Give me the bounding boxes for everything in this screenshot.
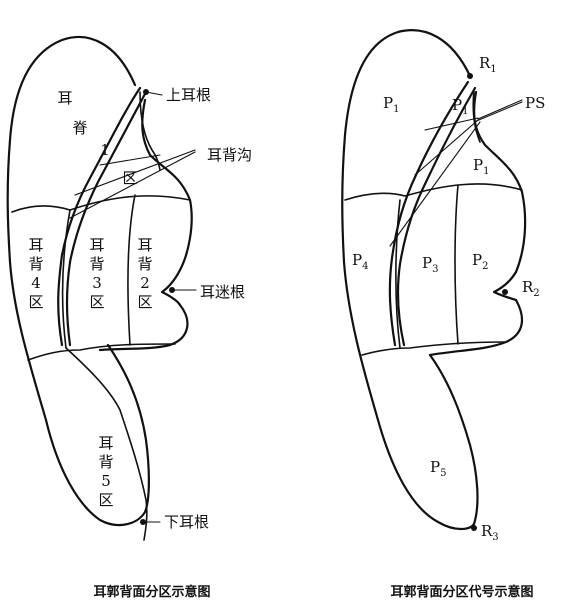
left-divider-p3p2 [127, 194, 136, 346]
label-zone1-char: 区 [122, 169, 137, 187]
right-ear-outline [341, 29, 476, 531]
label-ridge-a: 耳 [57, 89, 72, 107]
left-ridge-line-2 [65, 90, 148, 347]
right-ridge-line-2 [396, 86, 477, 347]
code-p4: P4 [352, 251, 368, 272]
left-vagus-dot [169, 287, 175, 293]
code-p1-mid: P1 [452, 96, 468, 117]
right-r1-dot [467, 73, 473, 79]
right-ps-pointer [477, 99, 523, 120]
left-ear-lower-contour [98, 303, 189, 352]
label-zone4: 耳 背 4 区 [28, 236, 43, 311]
zone4-char-3: 4 [31, 274, 41, 292]
left-zone1-line-a [74, 149, 196, 196]
zone4-char-2: 背 [28, 255, 43, 273]
label-zone5: 耳 背 5 区 [98, 434, 113, 509]
left-upper-root-dot [143, 89, 149, 95]
left-zone1-line-b [69, 151, 196, 219]
left-divider-bottom [27, 343, 176, 361]
left-divider-top [11, 195, 191, 213]
label-zone2: 耳 背 2 区 [137, 236, 152, 311]
zone5-char-1: 耳 [98, 434, 113, 452]
label-lower-root: 下耳根 [164, 513, 209, 531]
right-caption: 耳郭背面分区代号示意图 [390, 584, 533, 600]
code-p2: P2 [472, 251, 488, 272]
zone4-char-4: 区 [28, 293, 43, 311]
zone5-char-2: 背 [98, 453, 113, 471]
right-ear-lower-contour [428, 298, 524, 357]
zone2-char-2: 背 [137, 255, 152, 273]
label-upper-root: 上耳根 [166, 86, 211, 104]
zone3-char-3: 3 [92, 274, 102, 292]
zone2-char-1: 耳 [137, 236, 152, 254]
zone5-char-3: 5 [101, 472, 111, 490]
zone5-char-4: 区 [98, 491, 113, 509]
code-p5: P5 [430, 458, 446, 479]
right-r2-dot [502, 289, 508, 295]
code-p1-low: P1 [473, 156, 489, 177]
right-groove-line [472, 89, 481, 143]
right-ps-line-b [414, 119, 479, 176]
right-divider-p3p2 [454, 184, 459, 345]
code-p1-top: P1 [383, 94, 399, 115]
left-vagus-notch [160, 268, 182, 307]
left-lobe-line [65, 347, 148, 541]
zone3-char-2: 背 [89, 255, 104, 273]
zone2-char-4: 区 [137, 293, 152, 311]
left-ear-diagram: 上耳根 耳背沟 耳迷根 下耳根 耳 脊 1 区 耳 背 4 区 耳 背 3 区 … [6, 35, 252, 600]
label-vagus-root: 耳迷根 [200, 283, 245, 301]
right-ps-line-c [389, 121, 481, 247]
label-groove: 耳背沟 [207, 146, 252, 164]
zone3-char-1: 耳 [89, 236, 104, 254]
label-zone1-num: 1 [100, 141, 110, 159]
left-zone1-line-c [99, 154, 161, 166]
zone3-char-4: 区 [89, 293, 104, 311]
right-ear-diagram: P1 P1 P1 P4 P3 P2 P5 PS R1 R2 R3 耳郭背面分区代… [341, 29, 545, 600]
right-divider-bottom [361, 341, 506, 356]
right-ear-lobe-contour [428, 353, 479, 526]
right-divider-top [344, 183, 523, 201]
right-vagus-notch [492, 270, 518, 302]
right-divider-p4p3 [395, 199, 401, 349]
left-ear-right-contour [141, 98, 193, 272]
zone2-char-3: 2 [140, 274, 150, 292]
right-r3-dot [471, 525, 477, 531]
code-ps: PS [525, 94, 545, 112]
left-divider-p4p3 [61, 209, 71, 349]
right-ridge-line-1 [388, 80, 470, 347]
label-zone3: 耳 背 3 区 [89, 236, 104, 311]
left-caption: 耳郭背面分区示意图 [93, 584, 210, 600]
right-ps-line-a [424, 117, 479, 131]
code-p3: P3 [422, 254, 438, 275]
left-ear-outline [6, 35, 150, 527]
code-r1: R1 [479, 54, 497, 75]
left-lower-root-dot [140, 519, 146, 525]
zone4-char-1: 耳 [28, 236, 43, 254]
code-r2: R2 [522, 278, 540, 299]
left-ridge-line-1 [57, 86, 142, 347]
code-r3: R3 [481, 522, 499, 543]
right-ps-pointer-2 [473, 101, 523, 123]
label-ridge-b: 脊 [72, 119, 87, 137]
left-groove-line [139, 91, 161, 171]
